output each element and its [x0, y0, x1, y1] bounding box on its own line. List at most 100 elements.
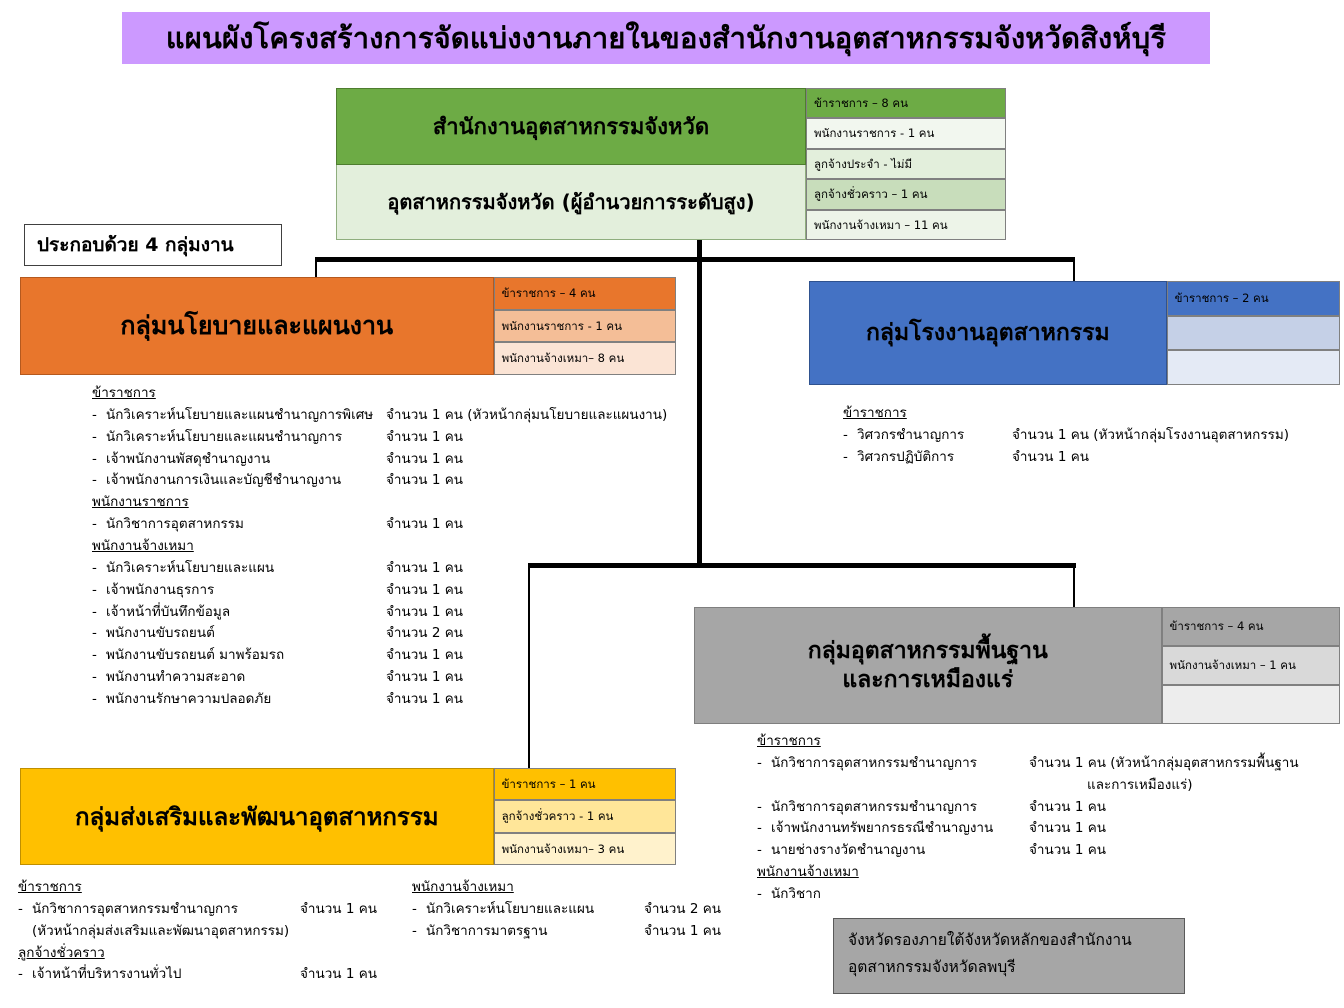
- position-name: พนักงานขับรถยนต์ มาพร้อมรถ: [106, 647, 285, 664]
- position-name: นักวิชาการอุตสาหกรรมชำนาญการ: [771, 798, 977, 815]
- bullet-dash: -: [412, 922, 417, 939]
- list-item: -พนักงานรักษาความปลอดภัยจำนวน 1 คน: [92, 689, 692, 711]
- head-office-stats: ข้าราชการ – 8 คน พนักงานราชการ - 1 คน ลู…: [806, 88, 1006, 241]
- bullet-dash: -: [843, 426, 848, 443]
- position-name: เจ้าพนักงานทรัพยากรธรณีชำนาญงาน: [771, 820, 994, 837]
- position-qty: จำนวน 2 คน: [644, 900, 721, 917]
- policy-group-detail-list: ข้าราชการ -นักวิเคราะห์นโยบายและแผนชำนาญ…: [92, 383, 692, 711]
- bullet-dash: -: [92, 581, 97, 598]
- list-item: -นักวิเคราะห์นโยบายและแผนชำนาญการ จำนวน 1…: [92, 427, 692, 449]
- groups-count-note: ประกอบด้วย 4 กลุ่มงาน: [24, 224, 282, 266]
- position-name: นักวิชาการมาตรฐาน: [426, 922, 548, 939]
- promotion-group-stat-2: พนักงานจ้างเหมา– 3 คน: [493, 832, 676, 865]
- list-item: -นักวิชาการมาตรฐานจำนวน 1 คน: [412, 921, 742, 943]
- bullet-dash: -: [92, 428, 97, 445]
- head-office-stat-3: ลูกจ้างชั่วคราว – 1 คน: [806, 179, 1006, 210]
- bullet-dash: -: [92, 406, 97, 423]
- position-qty: จำนวน 1 คน (หัวหน้ากลุ่มนโยบายและแผนงาน): [386, 406, 668, 423]
- list-item: -นักวิเคราะห์นโยบายและแผนจำนวน 2 คน: [412, 899, 742, 921]
- promotion-section-header-0: ข้าราชการ: [18, 879, 82, 895]
- bullet-dash: -: [92, 472, 97, 489]
- basic-industry-title-line1: กลุ่มอุตสาหกรรมพื้นฐาน: [807, 637, 1048, 664]
- position-qty: จำนวน 1 คน: [300, 900, 377, 917]
- factory-group-stat-1: [1166, 315, 1340, 351]
- basic-industry-detail-list: ข้าราชการ -นักวิชาการอุตสาหกรรมชำนาญการจ…: [757, 731, 1340, 906]
- basic-industry-stat-0: ข้าราชการ – 4 คน: [1161, 607, 1340, 646]
- page-title-text: แผนผังโครงสร้างการจัดแบ่งงานภายในของสำนั…: [165, 21, 1167, 55]
- promotion-group-stat-0: ข้าราชการ – 1 คน: [493, 768, 676, 801]
- promotion-detail-list-right: พนักงานจ้างเหมา -นักวิเคราะห์นโยบายและแผ…: [412, 877, 742, 943]
- position-qty: จำนวน 1 คน: [386, 603, 463, 620]
- head-office-box: สำนักงานอุตสาหกรรมจังหวัด อุตสาหกรรมจังห…: [336, 88, 1006, 241]
- position-qty: จำนวน 2 คน: [386, 625, 463, 642]
- position-qty: จำนวน 1 คน: [386, 669, 463, 686]
- connector-tier2-horizontal: [528, 563, 1076, 568]
- policy-group-stats: ข้าราชการ – 4 คน พนักงานราชการ - 1 คน พน…: [493, 277, 676, 376]
- list-item: -นักวิเคราะห์นโยบายและแผน จำนวน 1 คน: [92, 558, 692, 580]
- position-name: เจ้าพนักงานพัสดุชำนาญงาน: [106, 450, 271, 467]
- list-item: -เจ้าพนักงานธุรการจำนวน 1 คน: [92, 580, 692, 602]
- bullet-dash: -: [92, 559, 97, 576]
- list-item: -นักวิเคราะห์นโยบายและแผนชำนาญการพิเศษ จำ…: [92, 405, 692, 427]
- position-name: นายช่างรางวัดชำนาญงาน: [771, 842, 926, 859]
- head-office-stat-0: ข้าราชการ – 8 คน: [806, 88, 1006, 119]
- list-item: -พนักงานทำความสะอาดจำนวน 1 คน: [92, 667, 692, 689]
- promotion-section-header-2: พนักงานจ้างเหมา: [412, 879, 514, 895]
- position-name: นักวิเคราะห์นโยบายและแผนชำนาญการพิเศษ: [106, 406, 374, 423]
- factory-group-title: กลุ่มโรงงานอุตสาหกรรม: [809, 281, 1167, 385]
- position-name: นักวิเคราะห์นโยบายและแผนชำนาญการ: [106, 428, 343, 445]
- list-item: -นักวิชาก: [757, 884, 1340, 906]
- list-item: -นักวิชาการอุตสาหกรรมชำนาญการจำนวน 1 คน: [18, 899, 408, 921]
- policy-group-box: กลุ่มนโยบายและแผนงาน ข้าราชการ – 4 คน พน…: [20, 277, 676, 376]
- bullet-dash: -: [757, 886, 762, 903]
- bullet-dash: -: [92, 691, 97, 708]
- bullet-dash: -: [757, 842, 762, 859]
- connector-tier1-horizontal: [315, 257, 1075, 262]
- list-item: -นักวิชาการอุตสาหกรรม จำนวน 1 คน: [92, 514, 692, 536]
- list-item: -วิศวกรปฏิบัติการจำนวน 1 คน: [843, 447, 1340, 469]
- bullet-dash: -: [757, 798, 762, 815]
- basic-section-header-0: ข้าราชการ: [757, 733, 821, 749]
- position-qty: จำนวน 1 คน (หัวหน้ากลุ่มโรงงานอุตสาหกรรม…: [1012, 426, 1289, 443]
- lopburi-secondary-province-note: จังหวัดรองภายใต้จังหวัดหลักของสำนักงาน อ…: [833, 918, 1185, 994]
- list-item: -เจ้าพนักงานการเงินและบัญชีชำนาญงานจำนวน…: [92, 470, 692, 492]
- bullet-dash: -: [843, 448, 848, 465]
- list-item: -วิศวกรชำนาญการ จำนวน 1 คน (หัวหน้ากลุ่มโ…: [843, 425, 1340, 447]
- list-item: -นักวิชาการอุตสาหกรรมชำนาญการจำนวน 1 คน: [757, 797, 1340, 819]
- list-item: -เจ้าพนักงานทรัพยากรธรณีชำนาญงานจำนวน 1 …: [757, 818, 1340, 840]
- position-qty: จำนวน 1 คน (หัวหน้ากลุ่มอุตสาหกรรมพื้นฐา…: [1029, 754, 1299, 771]
- policy-section-header-1: พนักงานราชการ: [92, 494, 189, 511]
- position-qty: จำนวน 1 คน: [1012, 448, 1089, 465]
- position-qty: จำนวน 1 คน: [386, 428, 463, 445]
- position-name: นักวิเคราะห์นโยบายและแผน: [426, 900, 595, 917]
- policy-group-stat-0: ข้าราชการ – 4 คน: [493, 277, 676, 310]
- list-item: -นายช่างรางวัดชำนาญงานจำนวน 1 คน: [757, 840, 1340, 862]
- policy-group-title: กลุ่มนโยบายและแผนงาน: [20, 277, 494, 375]
- basic-industry-title-line2: และการเหมืองแร่: [842, 666, 1014, 693]
- factory-group-detail-list: ข้าราชการ -วิศวกรชำนาญการจำนวน 1 คน (หัว…: [843, 403, 1340, 469]
- list-item: -เจ้าพนักงานพัสดุชำนาญงานจำนวน 1 คน: [92, 449, 692, 471]
- position-qty: จำนวน 1 คน: [386, 516, 463, 533]
- position-qty: จำนวน 1 คน: [386, 450, 463, 467]
- position-name: พนักงานขับรถยนต์: [106, 625, 215, 642]
- head-office-subtitle: อุตสาหกรรมจังหวัด (ผู้อำนวยการระดับสูง): [336, 164, 806, 240]
- position-name: นักวิชาการอุตสาหกรรม: [106, 516, 244, 533]
- connector-to-promotion: [528, 563, 530, 770]
- factory-group-stat-2: [1166, 350, 1340, 386]
- bullet-dash: -: [92, 516, 97, 533]
- bullet-dash: -: [757, 820, 762, 837]
- promotion-detail-list-left: ข้าราชการ -นักวิชาการอุตสาหกรรมชำนาญการจ…: [18, 877, 408, 986]
- promotion-group-stats: ข้าราชการ – 1 คน ลูกจ้างชั่วคราว - 1 คน …: [493, 768, 676, 865]
- list-item: -พนักงานขับรถยนต์จำนวน 2 คน: [92, 623, 692, 645]
- head-office-stat-4: พนักงานจ้างเหมา – 11 คน: [806, 209, 1006, 241]
- connector-to-basic: [1073, 563, 1075, 609]
- position-name: วิศวกรชำนาญการ: [857, 426, 965, 443]
- position-name: นักวิเคราะห์นโยบายและแผน: [106, 559, 275, 576]
- position-name: นักวิชาก: [771, 886, 821, 903]
- head-office-stat-2: ลูกจ้างประจำ - ไม่มี: [806, 148, 1006, 180]
- position-name: เจ้าพนักงานการเงินและบัญชีชำนาญงาน: [106, 472, 342, 489]
- position-qty: จำนวน 1 คน: [386, 559, 463, 576]
- position-name: พนักงานทำความสะอาด: [106, 669, 246, 686]
- position-name: เจ้าพนักงานธุรการ: [106, 581, 215, 598]
- groups-count-note-text: ประกอบด้วย 4 กลุ่มงาน: [37, 234, 234, 256]
